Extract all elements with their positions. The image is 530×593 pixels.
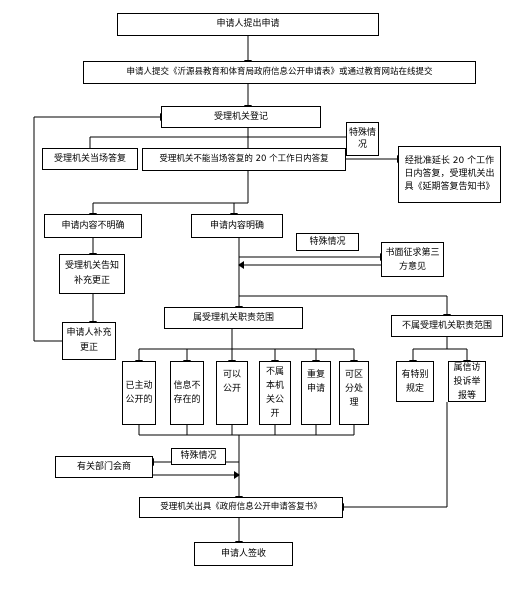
reply-20days-box: 受理机关不能当场答复的 20 个工作日内答复 <box>142 148 346 171</box>
in-scope-box: 属受理机关职责范围 <box>164 307 303 329</box>
category-special-rules: 有特别规定 <box>396 361 434 402</box>
reply-onsite-box: 受理机关当场答复 <box>42 148 138 170</box>
special-case-1-box: 特殊情况 <box>346 122 379 156</box>
issue-reply-box: 受理机关出具《政府信息公开申请答复书》 <box>139 497 343 518</box>
consult-departments-box: 有关部门会商 <box>55 456 153 478</box>
applicant-supplement-box: 申请人补充更正 <box>62 322 116 360</box>
applicant-sign-box: 申请人签收 <box>194 542 293 566</box>
category-info-not-exist: 信息不存在的 <box>170 361 204 425</box>
category-separable: 可区分处理 <box>339 361 369 425</box>
submit-form-box: 申请人提交《沂源县教育和体育局政府信息公开申请表》或通过教育网站在线提交 <box>83 61 476 84</box>
content-clear-box: 申请内容明确 <box>191 214 283 238</box>
submit-application-box: 申请人提出申请 <box>117 13 379 36</box>
third-party-opinion-box: 书面征求第三方意见 <box>381 242 444 277</box>
register-box: 受理机关登记 <box>161 106 321 128</box>
category-duplicate: 重复申请 <box>301 361 331 425</box>
notify-supplement-box: 受理机关告知补充更正 <box>59 254 125 294</box>
arrowhead <box>238 261 244 269</box>
category-petition: 属信访投诉举报等 <box>448 361 486 402</box>
special-case-2-box: 特殊情况 <box>296 233 359 251</box>
out-of-scope-box: 不属受理机关职责范围 <box>391 315 503 337</box>
category-not-this-agency: 不属本机关公开 <box>259 361 291 425</box>
content-unclear-box: 申请内容不明确 <box>44 214 142 238</box>
category-can-disclose: 可以公开 <box>216 361 248 425</box>
arrowhead <box>234 471 240 479</box>
category-already-public: 已主动公开的 <box>122 361 156 425</box>
special-case-3-box: 特殊情况 <box>171 448 226 465</box>
extension-notice-box: 经批准延长 20 个工作日内答复，受理机关出具《延期答复告知书》 <box>398 146 501 203</box>
